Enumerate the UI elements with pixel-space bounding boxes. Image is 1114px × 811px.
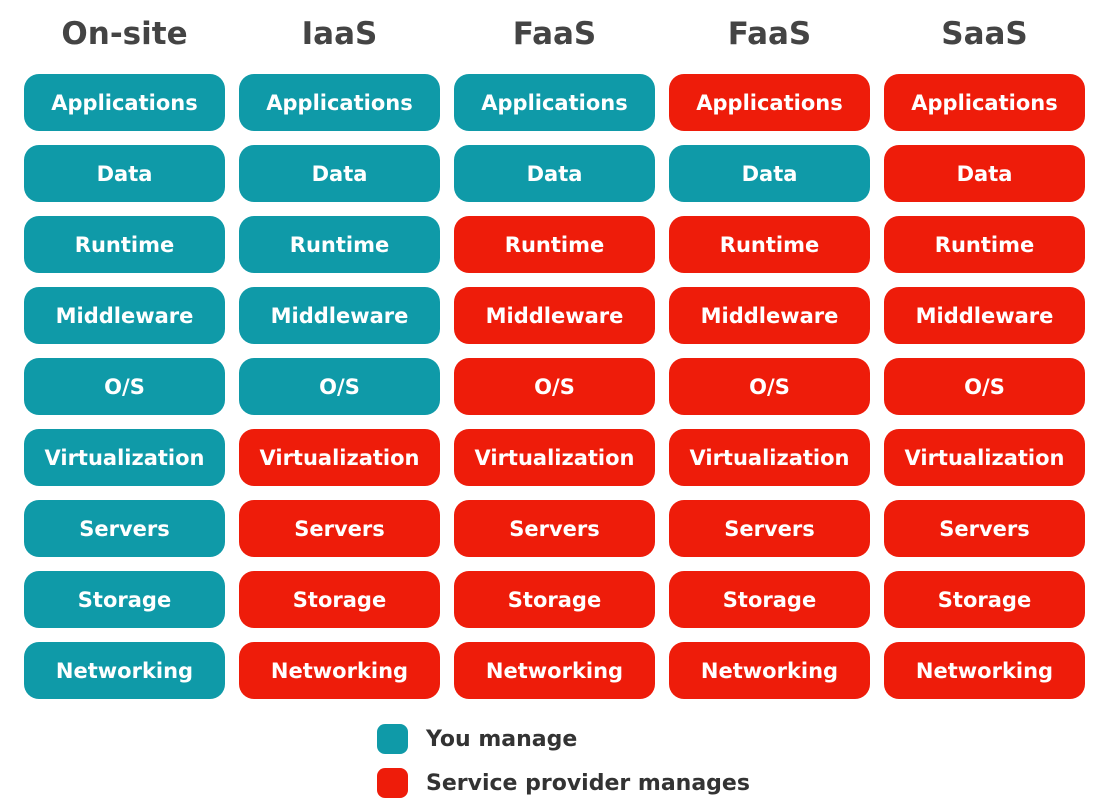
layer-data: Data xyxy=(24,145,225,202)
layer-middleware: Middleware xyxy=(669,287,870,344)
layer-virtualization: Virtualization xyxy=(239,429,440,486)
column-faas: FaaS Applications Data Runtime Middlewar… xyxy=(454,0,655,699)
column-cells: Applications Data Runtime Middleware O/S… xyxy=(669,74,870,699)
layer-virtualization: Virtualization xyxy=(454,429,655,486)
layer-networking: Networking xyxy=(669,642,870,699)
column-header: FaaS xyxy=(727,16,812,52)
column-saas: SaaS Applications Data Runtime Middlewar… xyxy=(884,0,1085,699)
column-iaas: IaaS Applications Data Runtime Middlewar… xyxy=(239,0,440,699)
layer-storage: Storage xyxy=(669,571,870,628)
layer-applications: Applications xyxy=(669,74,870,131)
layer-servers: Servers xyxy=(24,500,225,557)
column-faas-2: FaaS Applications Data Runtime Middlewar… xyxy=(669,0,870,699)
layer-middleware: Middleware xyxy=(24,287,225,344)
layer-applications: Applications xyxy=(239,74,440,131)
layer-applications: Applications xyxy=(24,74,225,131)
layer-storage: Storage xyxy=(454,571,655,628)
layer-os: O/S xyxy=(24,358,225,415)
layer-data: Data xyxy=(239,145,440,202)
layer-networking: Networking xyxy=(884,642,1085,699)
layer-virtualization: Virtualization xyxy=(669,429,870,486)
legend-item-provider-manages: Service provider manages xyxy=(377,768,750,798)
legend-item-you-manage: You manage xyxy=(377,724,750,754)
legend-swatch-you xyxy=(377,724,408,754)
layer-data: Data xyxy=(669,145,870,202)
layer-os: O/S xyxy=(669,358,870,415)
column-cells: Applications Data Runtime Middleware O/S… xyxy=(24,74,225,699)
layer-virtualization: Virtualization xyxy=(884,429,1085,486)
layer-middleware: Middleware xyxy=(239,287,440,344)
column-header: SaaS xyxy=(941,16,1028,52)
layer-servers: Servers xyxy=(239,500,440,557)
layer-middleware: Middleware xyxy=(884,287,1085,344)
column-cells: Applications Data Runtime Middleware O/S… xyxy=(454,74,655,699)
column-header: On-site xyxy=(61,16,188,52)
layer-os: O/S xyxy=(884,358,1085,415)
service-model-grid: On-site Applications Data Runtime Middle… xyxy=(24,0,1085,699)
layer-virtualization: Virtualization xyxy=(24,429,225,486)
layer-middleware: Middleware xyxy=(454,287,655,344)
layer-data: Data xyxy=(454,145,655,202)
legend: You manage Service provider manages xyxy=(377,724,750,798)
column-on-site: On-site Applications Data Runtime Middle… xyxy=(24,0,225,699)
layer-os: O/S xyxy=(239,358,440,415)
layer-networking: Networking xyxy=(239,642,440,699)
layer-storage: Storage xyxy=(884,571,1085,628)
layer-applications: Applications xyxy=(454,74,655,131)
layer-runtime: Runtime xyxy=(24,216,225,273)
layer-runtime: Runtime xyxy=(239,216,440,273)
layer-applications: Applications xyxy=(884,74,1085,131)
legend-swatch-provider xyxy=(377,768,408,798)
column-header: IaaS xyxy=(301,16,378,52)
layer-servers: Servers xyxy=(884,500,1085,557)
column-header: FaaS xyxy=(512,16,597,52)
layer-servers: Servers xyxy=(669,500,870,557)
layer-os: O/S xyxy=(454,358,655,415)
legend-label: You manage xyxy=(426,726,578,752)
layer-runtime: Runtime xyxy=(884,216,1085,273)
layer-runtime: Runtime xyxy=(669,216,870,273)
layer-networking: Networking xyxy=(24,642,225,699)
layer-runtime: Runtime xyxy=(454,216,655,273)
layer-storage: Storage xyxy=(239,571,440,628)
layer-networking: Networking xyxy=(454,642,655,699)
layer-servers: Servers xyxy=(454,500,655,557)
column-cells: Applications Data Runtime Middleware O/S… xyxy=(239,74,440,699)
legend-label: Service provider manages xyxy=(426,770,750,796)
layer-data: Data xyxy=(884,145,1085,202)
layer-storage: Storage xyxy=(24,571,225,628)
column-cells: Applications Data Runtime Middleware O/S… xyxy=(884,74,1085,699)
